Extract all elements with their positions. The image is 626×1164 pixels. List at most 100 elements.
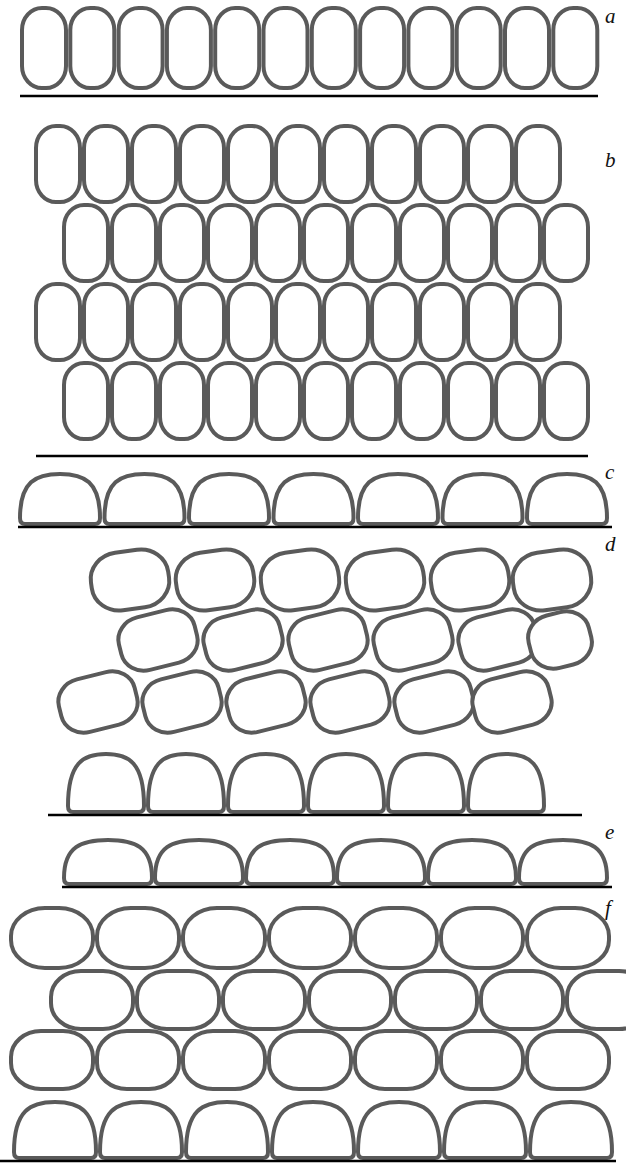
cell-outline xyxy=(64,840,152,884)
cell-outline xyxy=(160,205,204,281)
cell-outline xyxy=(448,363,492,439)
cell-outline xyxy=(208,363,252,439)
cell-outline xyxy=(496,205,540,281)
cell-outline xyxy=(160,363,204,439)
cell-outline xyxy=(553,8,597,88)
cell-outline xyxy=(505,8,549,88)
cell-outline xyxy=(468,284,512,360)
cell-outline xyxy=(516,284,560,360)
cell-outline xyxy=(84,126,128,202)
cell-outline xyxy=(481,971,563,1029)
cell-outline xyxy=(523,606,596,673)
cell-outline xyxy=(342,546,427,614)
cell-outline xyxy=(183,908,265,968)
cell-outline xyxy=(448,205,492,281)
cell-outline xyxy=(269,1031,351,1089)
cell-outline xyxy=(468,126,512,202)
cell-outline xyxy=(215,8,259,88)
cell-outline xyxy=(337,840,425,884)
cell-outline xyxy=(228,284,272,360)
cell-outline xyxy=(530,1102,612,1158)
cell-outline xyxy=(269,908,351,968)
cell-outline xyxy=(567,971,626,1029)
cell-outline xyxy=(64,205,108,281)
cell-outline xyxy=(395,971,477,1029)
cell-outline xyxy=(100,1102,182,1158)
substrate-group xyxy=(0,96,616,1161)
cell-outline xyxy=(148,754,224,812)
cell-outline xyxy=(228,126,272,202)
substrate-line xyxy=(18,526,612,529)
cell-outline xyxy=(87,546,172,614)
cell-outline xyxy=(284,604,373,675)
cell-outline xyxy=(304,205,348,281)
cell-outline xyxy=(274,474,354,524)
panel-letter: c xyxy=(605,462,614,483)
cell-outline xyxy=(304,363,348,439)
cell-outline xyxy=(496,363,540,439)
cell-outline xyxy=(372,284,416,360)
cell-outline xyxy=(119,8,163,88)
cell-outline xyxy=(208,205,252,281)
cell-outline xyxy=(68,754,144,812)
panel-letter: d xyxy=(605,534,616,555)
cell-outline xyxy=(54,666,143,737)
cell-outline xyxy=(308,754,384,812)
substrate-line xyxy=(62,886,612,889)
cell-outline xyxy=(444,1102,526,1158)
cell-outline xyxy=(527,1031,609,1089)
substrate-line xyxy=(0,1160,616,1163)
cell-outline xyxy=(257,546,342,614)
cell-outline xyxy=(84,284,128,360)
cell-outline xyxy=(457,8,501,88)
cell-outline xyxy=(400,363,444,439)
cell-outline xyxy=(264,8,308,88)
cell-outline xyxy=(468,754,544,812)
cell-outline xyxy=(355,908,437,968)
panel-letter: e xyxy=(605,822,614,843)
cell-outline xyxy=(112,205,156,281)
substrate-line xyxy=(48,814,582,817)
cell-outline xyxy=(427,546,512,614)
cell-outline xyxy=(312,8,356,88)
cell-outline xyxy=(372,126,416,202)
cell-outline xyxy=(276,284,320,360)
cell-outline xyxy=(544,205,588,281)
cell-outline xyxy=(20,474,100,524)
cell-outline xyxy=(11,1031,93,1089)
cell-outline xyxy=(355,1031,437,1089)
cell-outline xyxy=(112,363,156,439)
cell-outline xyxy=(324,284,368,360)
cell-group xyxy=(11,8,626,1158)
cell-outline xyxy=(22,8,66,88)
cell-outline xyxy=(132,284,176,360)
cell-outline xyxy=(180,126,224,202)
cell-outline xyxy=(544,363,588,439)
cell-outline xyxy=(36,284,80,360)
cell-outline xyxy=(105,474,185,524)
cell-outline xyxy=(186,1102,268,1158)
cell-outline xyxy=(324,126,368,202)
cell-outline xyxy=(180,284,224,360)
cell-outline xyxy=(369,604,458,675)
cell-outline xyxy=(51,971,133,1029)
cell-outline xyxy=(155,840,243,884)
cell-outline xyxy=(360,8,404,88)
cell-outline xyxy=(256,205,300,281)
cell-outline xyxy=(441,1031,523,1089)
cell-outline xyxy=(272,1102,354,1158)
cell-outline xyxy=(114,604,203,675)
cell-outline xyxy=(358,474,438,524)
cell-outline xyxy=(509,546,594,614)
cell-outline xyxy=(428,840,516,884)
cell-outline xyxy=(390,666,479,737)
substrate-line xyxy=(36,455,588,458)
substrate-line xyxy=(20,95,598,98)
cell-outline xyxy=(222,666,311,737)
cell-outline xyxy=(519,840,607,884)
panel-letter: b xyxy=(605,150,616,171)
cell-outline xyxy=(441,908,523,968)
cell-outline xyxy=(352,363,396,439)
cell-outline xyxy=(420,126,464,202)
